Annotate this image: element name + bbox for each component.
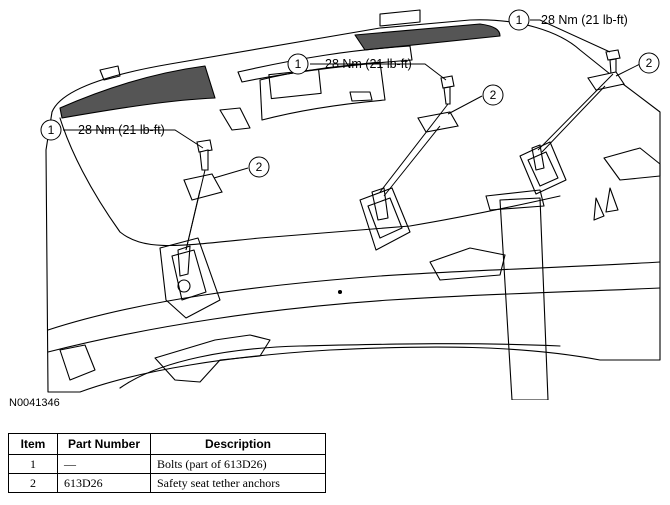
table-row: 1 — Bolts (part of 613D26) <box>8 454 326 474</box>
tether-anchor-right <box>519 141 567 195</box>
speaker-grille-right <box>354 23 501 51</box>
bolt-center <box>440 75 455 105</box>
seatbelt-strap <box>499 197 549 400</box>
callout-2-torque-label: 28 Nm (21 lb-ft) <box>325 57 412 71</box>
callout-3-number: 1 <box>516 13 523 27</box>
callout-4-number: 2 <box>256 160 263 174</box>
row-1-item: 1 <box>8 454 58 474</box>
row-2-description: Safety seat tether anchors <box>150 473 326 493</box>
tether-anchor-left <box>159 237 221 319</box>
row-1-part: — <box>57 454 151 474</box>
bolt-left <box>196 139 213 171</box>
bracket-left <box>183 173 223 201</box>
bracket-center <box>417 111 459 133</box>
rear-parcel-shelf-illustration: 1 1 1 2 2 2 28 Nm (21 lb-ft) 28 Nm (21 l… <box>40 9 661 400</box>
parcel-shelf-outline <box>45 19 661 393</box>
callout-1-number: 1 <box>48 123 55 137</box>
table-header-row: Item Part Number Description <box>8 433 326 455</box>
callout-3-torque-label: 28 Nm (21 lb-ft) <box>541 13 628 27</box>
callout-2-number: 1 <box>295 57 302 71</box>
callout-6-number: 2 <box>646 56 653 70</box>
callout-1-torque-label: 28 Nm (21 lb-ft) <box>78 123 165 137</box>
header-description: Description <box>150 433 326 455</box>
speaker-grille-left <box>59 65 216 119</box>
table-row: 2 613D26 Safety seat tether anchors <box>8 473 326 493</box>
row-2-part: 613D26 <box>57 473 151 493</box>
callout-5-number: 2 <box>490 88 497 102</box>
row-2-item: 2 <box>8 473 58 493</box>
row-1-description: Bolts (part of 613D26) <box>150 454 326 474</box>
bolt-right <box>605 49 621 75</box>
parts-table: Item Part Number Description 1 — Bolts (… <box>8 433 326 493</box>
figure-id: N0041346 <box>9 397 60 409</box>
trim-edge <box>47 261 661 331</box>
header-part-number: Part Number <box>57 433 151 455</box>
shelf-inner-rim <box>59 117 561 246</box>
tether-anchor-center <box>359 187 411 251</box>
header-item: Item <box>8 433 58 455</box>
